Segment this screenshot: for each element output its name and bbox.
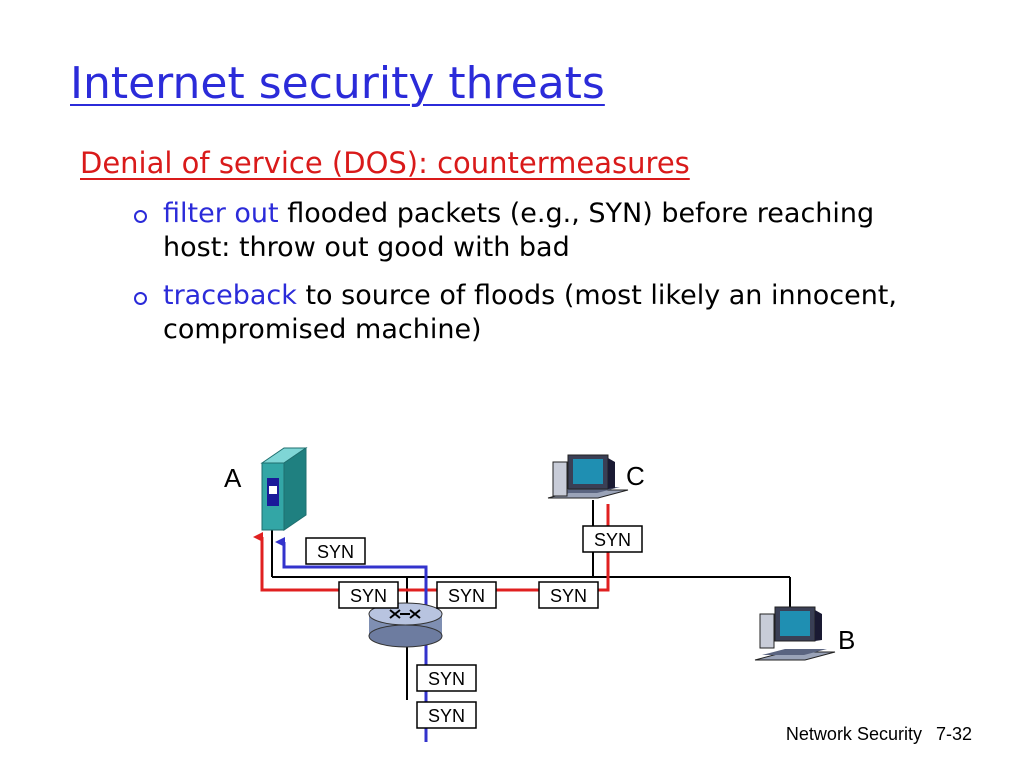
bullet-text: to source of floods (most likely an inno… [163,280,897,345]
node-label-a: A [224,463,242,493]
syn-packet: SYN [416,664,477,692]
computer-icon-b [754,606,836,661]
traceback-path [275,537,428,742]
bullet-keyword: traceback [163,280,297,311]
syn-packet: SYN [538,581,599,609]
syn-packet: SYN [416,701,477,729]
syn-label: SYN [350,586,387,606]
bullet-filter-out: filter out flooded packets (e.g., SYN) b… [130,197,910,265]
slide-subtitle: Denial of service (DOS): countermeasures [80,146,690,180]
syn-label: SYN [317,542,354,562]
bullet-circle-icon [134,292,147,305]
syn-label: SYN [428,706,465,726]
computer-icon-c [547,454,629,499]
footer-page-number: 7-32 [935,724,972,744]
bullet-traceback: traceback to source of floods (most like… [130,279,910,347]
syn-label: SYN [550,586,587,606]
bullet-circle-icon [134,210,147,223]
router-icon [368,602,443,648]
slide-title: Internet security threats [70,58,605,109]
syn-label: SYN [594,530,631,550]
syn-label: SYN [428,669,465,689]
syn-label: SYN [448,586,485,606]
bullet-list: filter out flooded packets (e.g., SYN) b… [130,197,910,361]
slide-footer: Network Security 7-32 [786,724,972,745]
bullet-text: flooded packets (e.g., SYN) before reach… [163,198,875,263]
syn-packet: SYN [436,581,497,609]
bullet-keyword: filter out [163,198,279,229]
syn-packet: SYN [305,537,366,565]
footer-course: Network Security [785,724,922,744]
syn-packet: SYN [582,525,643,553]
node-label-b: B [838,625,855,655]
syn-packet: SYN [338,581,399,609]
node-label-c: C [626,461,645,491]
server-icon [260,447,308,531]
